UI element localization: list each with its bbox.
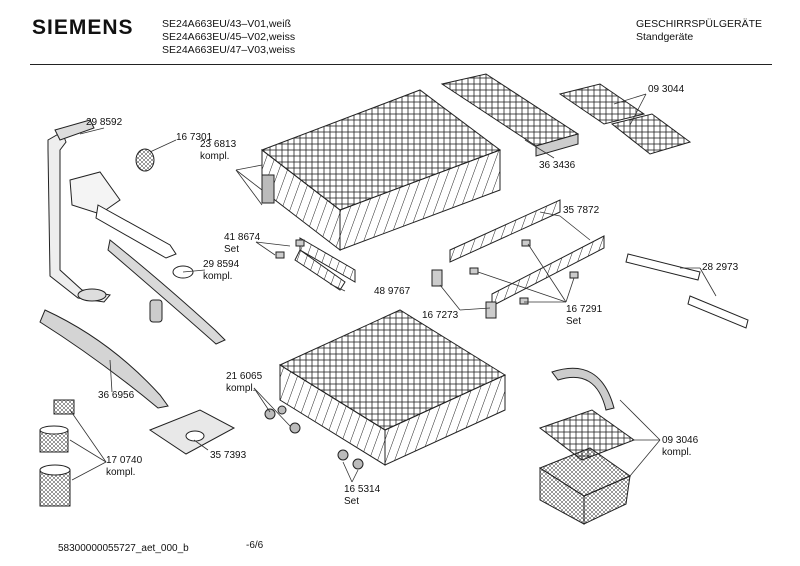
basket-wheels <box>264 405 364 470</box>
category-subtitle: Standgeräte <box>636 31 694 43</box>
spray-tube-assembly <box>47 119 177 303</box>
part-label-216065-sub: kompl. <box>226 383 256 394</box>
part-label-167291: 16 7291 <box>566 304 603 315</box>
header-divider <box>30 64 772 65</box>
part-label-363436: 36 3436 <box>539 160 576 171</box>
part-label-216065: 21 6065 <box>226 371 263 382</box>
part-label-167273: 16 7273 <box>422 310 459 321</box>
part-label-357872: 35 7872 <box>563 205 600 216</box>
model-line-2: SE24A663EU/45–V02,weiss <box>162 31 296 43</box>
part-label-167291-sub: Set <box>566 316 582 327</box>
part-label-093044: 09 3044 <box>648 84 685 95</box>
leader-lines <box>69 93 717 483</box>
lower-basket <box>278 309 507 466</box>
part-label-418674: 41 8674 <box>224 232 261 243</box>
model-line-3: SE24A663EU/47–V03,weiss <box>162 44 296 56</box>
part-label-236813-sub: kompl. <box>200 151 230 162</box>
cutlery-basket <box>538 367 636 525</box>
part-label-167301: 16 7301 <box>176 132 213 143</box>
upper-basket <box>260 89 502 252</box>
spray-hub <box>149 299 163 323</box>
category-title: GESCHIRRSPÜLGERÄTE <box>636 18 763 30</box>
cup-rack-set <box>558 83 692 155</box>
cutlery-tray <box>440 73 580 157</box>
part-label-298594: 29 8594 <box>203 259 240 270</box>
page-number: -6/6 <box>246 540 264 551</box>
part-label-369656: 36 6956 <box>98 390 135 401</box>
tine-rack-right <box>449 199 605 307</box>
clip-parts <box>275 239 579 319</box>
part-label-489767: 48 9767 <box>374 286 411 297</box>
part-label-165314-sub: Set <box>344 496 360 507</box>
lower-spray-arm <box>39 309 169 409</box>
part-label-357393: 35 7393 <box>210 450 247 461</box>
part-label-298594-sub: kompl. <box>203 271 233 282</box>
filter-plate <box>148 409 236 455</box>
product-category: GESCHIRRSPÜLGERÄTE Standgeräte <box>636 18 762 44</box>
part-label-165314: 16 5314 <box>344 484 381 495</box>
brand-logo: SIEMENS <box>32 16 134 39</box>
part-label-170740: 17 0740 <box>106 455 143 466</box>
document-id: 58300000055727_aet_000_b <box>58 543 189 554</box>
part-label-093046-sub: kompl. <box>662 447 692 458</box>
model-line-1: SE24A663EU/43–V01,weiß <box>162 18 291 30</box>
part-label-170740-sub: kompl. <box>106 467 136 478</box>
filter-set <box>39 399 75 507</box>
part-label-093046: 09 3046 <box>662 435 699 446</box>
part-label-236813: 23 6813 <box>200 139 237 150</box>
part-label-418674-sub: Set <box>224 244 240 255</box>
part-label-282973: 28 2973 <box>702 262 739 273</box>
nozzle-cap-icon <box>135 148 155 172</box>
part-label-298592: 29 8592 <box>86 117 123 128</box>
cup-shelf-rails <box>625 253 749 329</box>
model-list: SE24A663EU/43–V01,weiß SE24A663EU/45–V02… <box>162 18 295 57</box>
